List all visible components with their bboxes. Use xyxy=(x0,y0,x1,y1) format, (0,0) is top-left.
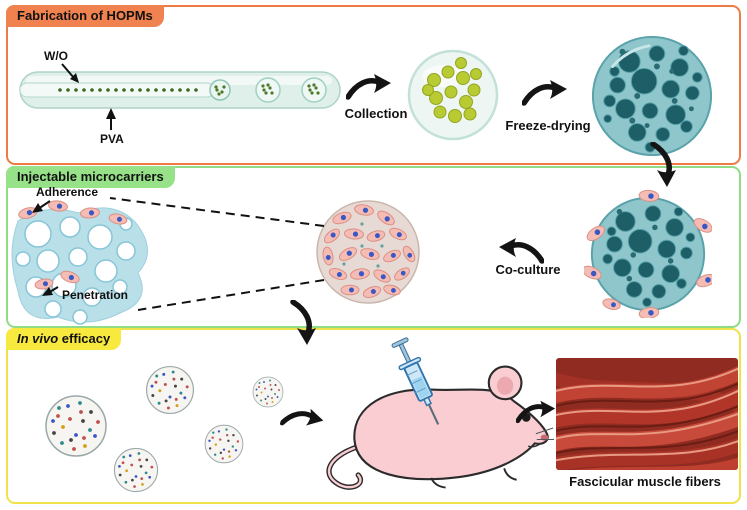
mouse-illustration xyxy=(326,337,555,490)
emulsion-droplet-stream xyxy=(58,88,198,92)
arrow-panel1-to-panel2-icon xyxy=(650,142,676,187)
cell-laden-microsphere-illustration xyxy=(316,200,420,304)
microsphere-pores xyxy=(603,45,703,153)
invivo-title-italic: In vivo xyxy=(17,331,59,346)
coculture-label: Co-culture xyxy=(495,262,561,277)
scaffold-pores xyxy=(15,216,136,325)
arrow-sphere-to-invivo-icon xyxy=(290,300,316,345)
panel-invivo-title: In vivo efficacy xyxy=(6,328,122,350)
collected-microspheres xyxy=(422,57,482,123)
arrow-spheres-to-mouse-icon xyxy=(279,408,324,426)
adherence-label: Adherence xyxy=(36,185,98,199)
muscle-fiber-image xyxy=(556,358,738,470)
arrow-mouse-to-muscle-icon xyxy=(516,400,556,424)
microsphere-pores xyxy=(602,205,696,308)
mouse-whiskers xyxy=(535,427,555,440)
syringe-icon xyxy=(391,337,440,425)
mouse-inner-ear xyxy=(496,376,514,395)
collection-dish-illustration xyxy=(407,49,499,141)
wo-label: W/O xyxy=(44,49,68,63)
penetration-arrow-icon xyxy=(42,286,59,296)
arrow-coculture-icon xyxy=(499,238,544,264)
invivo-title-rest: efficacy xyxy=(58,331,111,346)
collection-label: Collection xyxy=(344,106,408,121)
freeze-drying-label: Freeze-drying xyxy=(505,118,591,133)
muscle-fibers-label: Fascicular muscle fibers xyxy=(569,474,721,489)
penetration-label: Penetration xyxy=(62,288,128,302)
mouse-tail xyxy=(326,444,364,490)
pva-label: PVA xyxy=(100,132,124,146)
microfluidic-tube-illustration: W/O PVA xyxy=(19,49,341,146)
arrow-collection-icon xyxy=(346,74,391,100)
attached-cells xyxy=(584,190,712,318)
wo-arrow-icon xyxy=(61,63,79,83)
microsphere-with-cells-illustration xyxy=(584,190,712,318)
speckled-microspheres-illustration xyxy=(45,366,284,493)
arrow-freeze-drying-icon xyxy=(522,80,567,106)
adhering-cells xyxy=(18,200,128,290)
panel-microcarriers-title: Injectable microcarriers xyxy=(6,166,175,188)
covering-cells xyxy=(322,204,416,298)
pva-arrow-icon xyxy=(106,108,116,130)
panel-fabrication-title: Fabrication of HOPMs xyxy=(6,5,164,27)
magnification-dashed-lines xyxy=(109,197,325,311)
scaffold-closeup-illustration: Adherence Penetration xyxy=(11,185,148,325)
hopm-microsphere-illustration xyxy=(591,35,713,157)
adherence-arrow-icon xyxy=(32,200,51,213)
